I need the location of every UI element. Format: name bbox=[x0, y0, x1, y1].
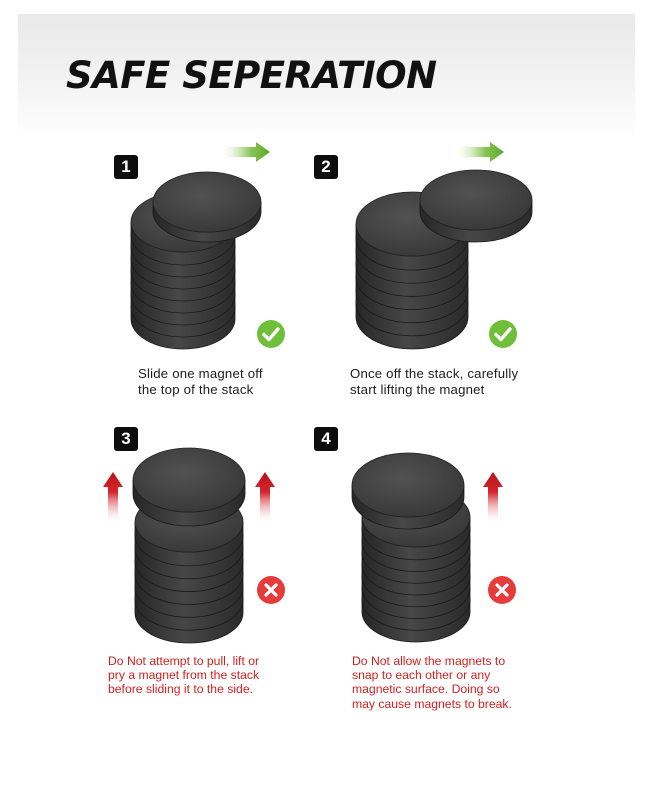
step-1-caption: Slide one magnet off the top of the stac… bbox=[138, 366, 263, 397]
caption-line: Slide one magnet off bbox=[138, 366, 263, 381]
up-arrow-icon bbox=[255, 472, 275, 522]
cross-icon bbox=[488, 576, 516, 604]
right-arrow-icon bbox=[456, 142, 504, 162]
magnet-face bbox=[132, 447, 246, 513]
step-1-badge: 1 bbox=[114, 155, 138, 179]
caption-line: snap to each other or any bbox=[352, 668, 491, 683]
header-band bbox=[18, 14, 635, 139]
check-icon bbox=[489, 320, 517, 348]
magnet-stack-2 bbox=[355, 169, 533, 350]
magnet-stack-4 bbox=[351, 452, 471, 643]
up-arrow-icon bbox=[103, 472, 123, 522]
caption-line: before sliding it to the side. bbox=[108, 682, 253, 697]
top-magnet bbox=[419, 169, 533, 243]
caption-line: Do Not allow the magnets to bbox=[352, 654, 506, 668]
top-magnet bbox=[351, 452, 465, 530]
check-icon bbox=[257, 320, 285, 348]
page-title: SAFE SEPERATION bbox=[66, 54, 437, 97]
caption-line: pry a magnet from the stack bbox=[108, 668, 260, 683]
right-arrow-icon bbox=[222, 142, 270, 162]
magnet-face bbox=[152, 171, 262, 233]
step-3-caption: Do Not attempt to pull, lift or pry a ma… bbox=[108, 654, 259, 697]
top-magnet bbox=[132, 447, 246, 527]
caption-line: the top of the stack bbox=[138, 381, 254, 397]
caption-line: start lifting the magnet bbox=[350, 381, 485, 397]
caption-line: may cause magnets to break. bbox=[352, 696, 512, 711]
step-3-badge: 3 bbox=[114, 427, 138, 451]
caption-line: magnetic surface. Doing so bbox=[352, 682, 500, 697]
step-2-badge: 2 bbox=[314, 155, 338, 179]
cross-icon bbox=[257, 576, 285, 604]
magnet-stack-3 bbox=[132, 447, 246, 644]
magnet-face bbox=[351, 452, 465, 518]
step-4-caption: Do Not allow the magnets to snap to each… bbox=[352, 654, 512, 711]
top-magnet bbox=[152, 171, 262, 243]
up-arrow-icon bbox=[483, 472, 503, 522]
caption-line: Once off the stack, carefully bbox=[350, 366, 519, 381]
magnet-face bbox=[419, 169, 533, 231]
step-4-badge: 4 bbox=[314, 427, 338, 451]
caption-line: Do Not attempt to pull, lift or bbox=[108, 654, 260, 668]
magnet-stack-1 bbox=[130, 171, 262, 350]
step-2-caption: Once off the stack, carefully start lift… bbox=[350, 366, 518, 397]
